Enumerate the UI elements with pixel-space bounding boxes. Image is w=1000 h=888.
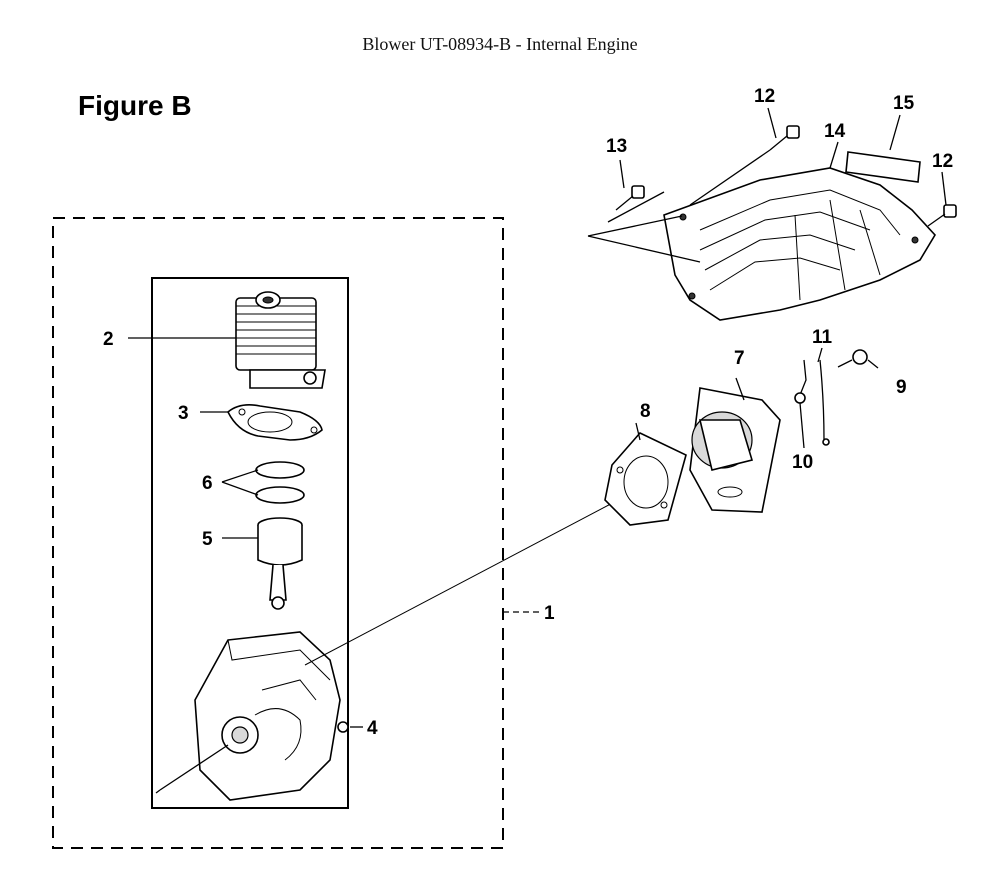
ignition-clip-part (794, 359, 830, 446)
engine-inner-box (151, 277, 349, 809)
piston-part (257, 517, 303, 610)
piston-rings-part (255, 461, 305, 504)
screw-4-part (337, 721, 363, 733)
callout-7: 7 (734, 348, 745, 369)
callout-4: 4 (367, 718, 378, 739)
screw-13-part (615, 185, 645, 211)
callout-12-top: 12 (754, 86, 775, 107)
screw-12a-part (769, 125, 800, 151)
callout-9: 9 (896, 377, 907, 398)
figure-label: Figure B (78, 90, 192, 121)
callout-10: 10 (792, 452, 813, 473)
engine-assembly-dashed-box (52, 217, 504, 849)
callout-14: 14 (824, 121, 846, 142)
cylinder-part (235, 291, 326, 389)
callout-5: 5 (202, 529, 213, 550)
intake-adapter-part (689, 387, 781, 513)
screw-12b-part (927, 204, 957, 227)
page-title: Blower UT-08934-B - Internal Engine (362, 34, 638, 54)
callout-6: 6 (202, 473, 213, 494)
callout-1: 1 (544, 603, 555, 624)
callout-11: 11 (812, 327, 833, 348)
engine-shroud-part (663, 167, 936, 321)
intake-gasket-part (604, 432, 687, 526)
assembly-line-crankcase-to-gasket (304, 497, 623, 666)
callout-2: 2 (103, 329, 114, 350)
crankcase-part (155, 631, 341, 801)
screw-9-part (837, 349, 868, 368)
callout-3: 3 (178, 403, 189, 424)
decal-part (845, 151, 921, 183)
callout-8: 8 (640, 401, 651, 422)
callout-13: 13 (606, 136, 627, 157)
cylinder-gasket-part (227, 404, 323, 441)
callout-15: 15 (893, 93, 915, 114)
leader-lines (128, 107, 947, 539)
callout-12-right: 12 (932, 151, 953, 172)
